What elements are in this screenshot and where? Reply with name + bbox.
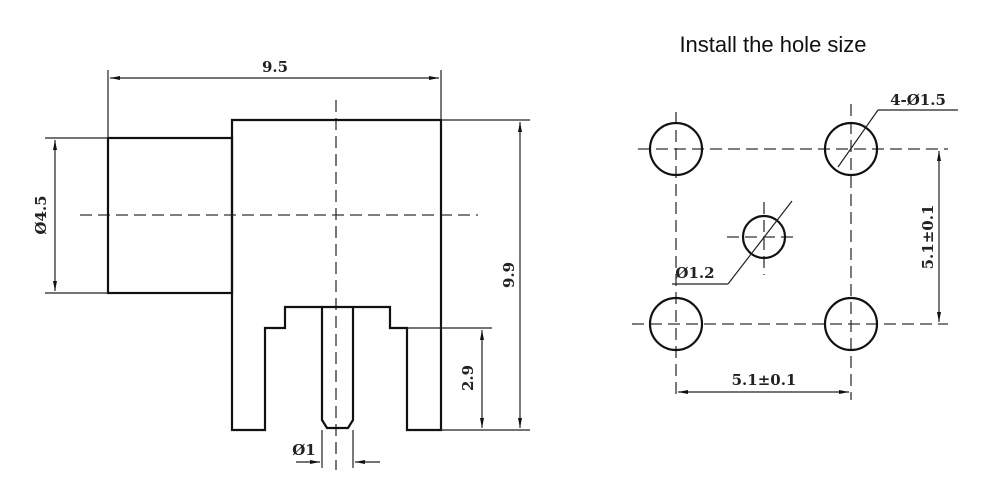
center-pin-hole bbox=[741, 214, 787, 260]
outer-hole-leader bbox=[837, 109, 879, 168]
height-dimension: 9.9 bbox=[500, 262, 518, 288]
leg-height-dimension: 2.9 bbox=[459, 365, 477, 391]
hole-layout-title: Install the hole size bbox=[679, 32, 866, 57]
center-hole-leader bbox=[727, 200, 793, 285]
mounting-hole bbox=[823, 121, 879, 177]
hole-layout-drawing: Install the hole size 4-Ø1.5 Ø1.2 5.1±0.… bbox=[632, 32, 958, 400]
mounting-hole bbox=[648, 296, 704, 352]
mounting-hole bbox=[648, 121, 704, 177]
body-outline bbox=[230, 118, 443, 432]
pin-diameter-dimension: Ø1 bbox=[292, 441, 316, 459]
vertical-spacing-dimension: 5.1±0.1 bbox=[919, 205, 937, 270]
pin-outline bbox=[320, 307, 355, 430]
barrel-diameter-dimension: Ø4.5 bbox=[32, 195, 50, 234]
horizontal-spacing-dimension: 5.1±0.1 bbox=[732, 371, 797, 389]
center-hole-dimension: Ø1.2 bbox=[675, 264, 714, 282]
width-dimension: 9.5 bbox=[262, 58, 288, 76]
mounting-hole bbox=[823, 296, 879, 352]
side-view-drawing: 9.5 Ø4.5 9.9 2.9 Ø1 bbox=[32, 58, 530, 470]
outer-holes-dimension: 4-Ø1.5 bbox=[890, 91, 946, 109]
